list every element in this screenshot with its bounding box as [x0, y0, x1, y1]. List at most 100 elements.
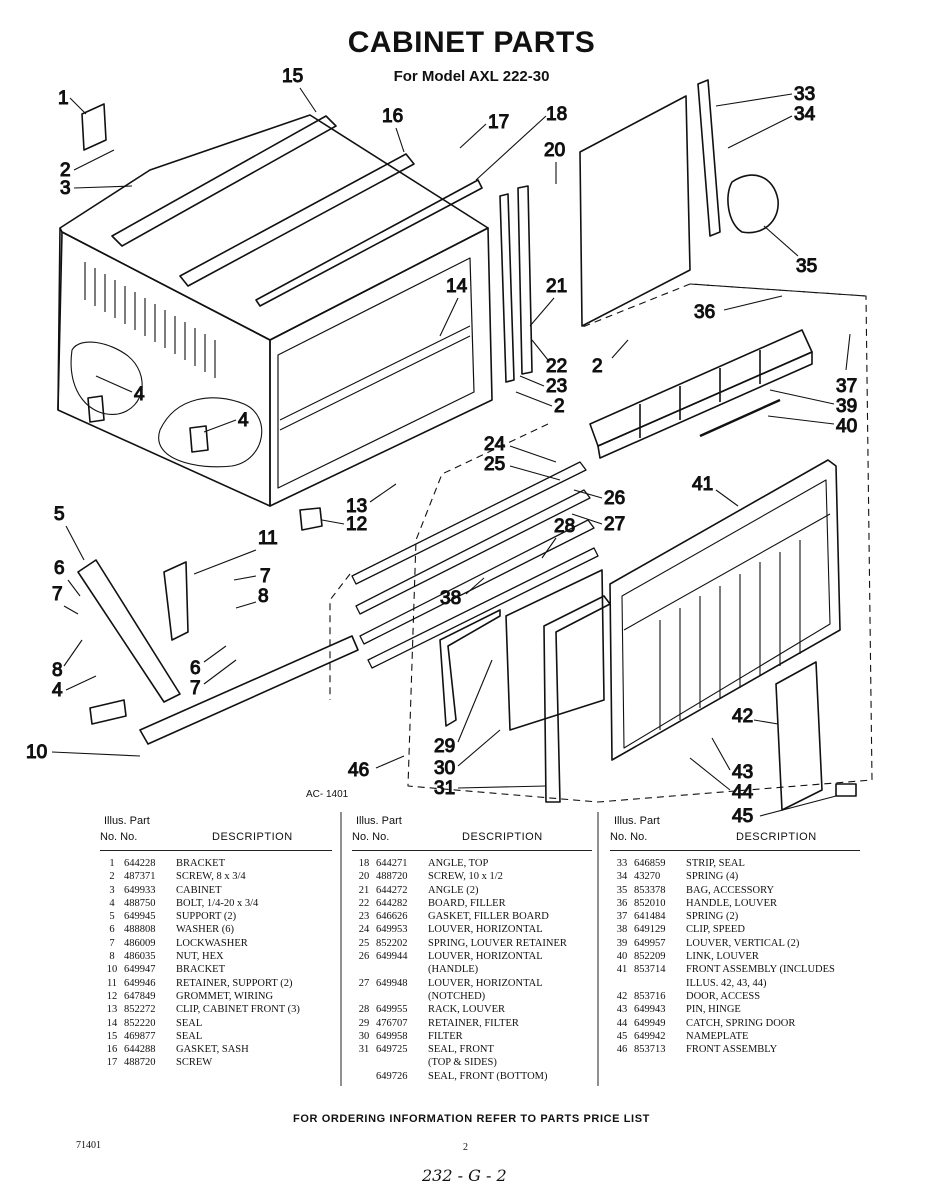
svg-text:23: 23	[546, 376, 567, 397]
callout-28: 28	[541, 515, 576, 559]
front-assembly-drawing	[609, 459, 857, 811]
callout-40: 40	[767, 415, 858, 438]
svg-text:26: 26	[604, 488, 625, 509]
svg-text:30: 30	[434, 758, 455, 779]
svg-text:1: 1	[58, 88, 69, 109]
front-enclosure-outline	[329, 283, 873, 803]
callout-6b: 6	[189, 645, 227, 680]
callout-4c: 4	[51, 675, 97, 702]
callout-6a: 6	[53, 557, 81, 597]
svg-text:14: 14	[446, 276, 468, 297]
svg-text:8: 8	[258, 586, 269, 607]
svg-text:13: 13	[346, 496, 367, 517]
svg-text:24: 24	[484, 434, 506, 455]
svg-text:39: 39	[836, 396, 857, 417]
svg-text:25: 25	[484, 454, 505, 475]
callout-8b: 8	[51, 639, 83, 682]
callout-12: 12	[321, 513, 368, 536]
svg-text:21: 21	[546, 276, 567, 297]
callout-42: 42	[731, 705, 779, 728]
callout-10: 10	[25, 741, 141, 764]
svg-text:41: 41	[692, 474, 713, 495]
svg-text:2: 2	[60, 160, 71, 181]
callout-16: 16	[381, 105, 405, 153]
callout-37: 37	[835, 333, 858, 398]
filter-and-seal	[439, 569, 611, 803]
header-illus-part: Illus. Part	[614, 815, 660, 827]
svg-text:35: 35	[796, 256, 817, 277]
louver-assembly	[589, 329, 813, 459]
callout-2: 2	[59, 149, 115, 182]
callout-2c: 2	[515, 391, 565, 418]
svg-text:4: 4	[134, 384, 145, 405]
svg-text:4: 4	[238, 410, 249, 431]
svg-text:2: 2	[554, 396, 565, 417]
callout-7b: 7	[233, 565, 271, 588]
callout-24: 24	[483, 433, 557, 463]
svg-text:45: 45	[732, 806, 753, 827]
svg-text:27: 27	[604, 514, 625, 535]
callout-29: 29	[433, 659, 493, 758]
callout-26: 26	[573, 487, 626, 510]
callout-35: 35	[763, 225, 818, 278]
callout-17: 17	[459, 111, 510, 149]
callout-13: 13	[345, 483, 397, 518]
page-title: CABINET PARTS	[347, 26, 596, 59]
header-illus-part: Illus. Part	[356, 815, 402, 827]
callout-36: 36	[693, 295, 783, 324]
header-description: DESCRIPTION	[462, 831, 543, 843]
svg-text:42: 42	[732, 706, 753, 727]
callout-14: 14	[439, 275, 468, 337]
handwritten-note: 232 - G - 2	[422, 1166, 507, 1185]
svg-text:2: 2	[592, 356, 603, 377]
diagram-code: AC- 1401	[306, 789, 349, 800]
top-seal-strips	[111, 115, 483, 307]
svg-text:16: 16	[382, 106, 403, 127]
callout-30: 30	[433, 729, 501, 780]
svg-text:44: 44	[732, 782, 754, 803]
table-dividers	[340, 812, 599, 1086]
callout-22: 22	[531, 339, 568, 378]
callout-46: 46	[347, 755, 405, 782]
svg-text:34: 34	[794, 104, 816, 125]
callout-44: 44	[689, 757, 754, 804]
header-illus-part: Illus. Part	[104, 815, 150, 827]
cabinet-drawing	[57, 114, 493, 507]
support-brackets	[77, 103, 359, 745]
callout-18: 18	[475, 103, 568, 181]
horizontal-louvers	[351, 461, 599, 669]
svg-text:18: 18	[546, 104, 567, 125]
callout-38: 38	[439, 577, 485, 610]
svg-text:6: 6	[54, 558, 65, 579]
callout-34: 34	[727, 103, 816, 149]
callout-labels: 1 2 3 15 16 17 18 20 33 34 35 21 22 23 2…	[25, 65, 858, 827]
svg-text:7: 7	[190, 678, 201, 699]
svg-text:38: 38	[440, 588, 461, 609]
